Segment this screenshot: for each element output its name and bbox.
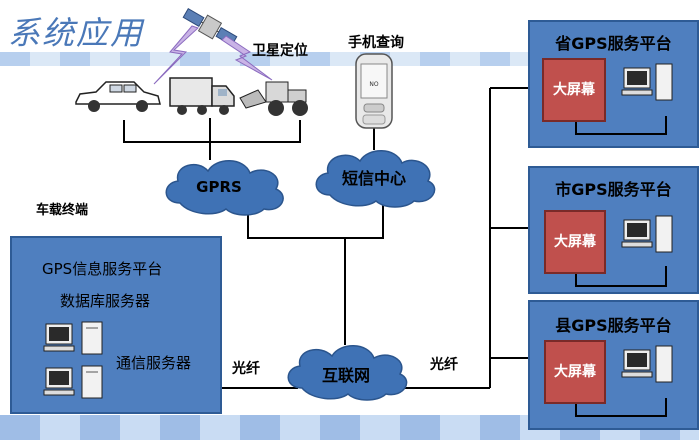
phone-query-label: 手机查询 xyxy=(348,35,404,51)
comm-server-label: 通信服务器 xyxy=(116,354,192,372)
fiber-label-left: 光纤 xyxy=(232,361,260,377)
mobile-phone-icon: NO xyxy=(355,53,393,129)
sms-center-cloud xyxy=(315,150,436,208)
phone-screen-text: NO xyxy=(369,81,378,88)
internet-label: 互联网 xyxy=(321,366,370,385)
gprs-cloud xyxy=(165,160,284,216)
fiber-label-right: 光纤 xyxy=(430,357,458,373)
car-icon xyxy=(75,81,161,112)
platform-province: 省GPS服务平台 大屏幕 xyxy=(528,20,699,148)
platform-details xyxy=(575,63,673,417)
database-server-label: 数据库服务器 xyxy=(60,292,151,310)
satellite-label: 卫星定位 xyxy=(252,43,308,59)
sms-center-label: 短信中心 xyxy=(341,169,406,188)
platform-province-title: 省GPS服务平台 xyxy=(555,34,672,53)
computer-icons xyxy=(621,63,673,383)
big-screen-province: 大屏幕 xyxy=(542,58,606,122)
server-computers-icon xyxy=(43,321,103,399)
truck-icon xyxy=(169,77,235,115)
loader-icon xyxy=(239,81,308,116)
platform-city-title: 市GPS服务平台 xyxy=(555,180,672,199)
gprs-label: GPRS xyxy=(196,178,242,196)
platform-county-title: 县GPS服务平台 xyxy=(555,316,672,335)
platform-county: 县GPS服务平台 大屏幕 xyxy=(528,300,699,430)
internet-cloud xyxy=(287,345,408,401)
gps-info-panel-title: GPS信息服务平台 xyxy=(42,260,163,278)
page-title: 系统应用 xyxy=(8,14,145,52)
signal-bolts-icon xyxy=(153,25,273,85)
big-screen-city: 大屏幕 xyxy=(544,210,606,274)
big-screen-county: 大屏幕 xyxy=(544,340,606,404)
vehicle-terminal-label: 车载终端 xyxy=(36,203,89,218)
gps-info-service-panel: GPS信息服务平台 数据库服务器 通信服务器 xyxy=(10,236,222,414)
